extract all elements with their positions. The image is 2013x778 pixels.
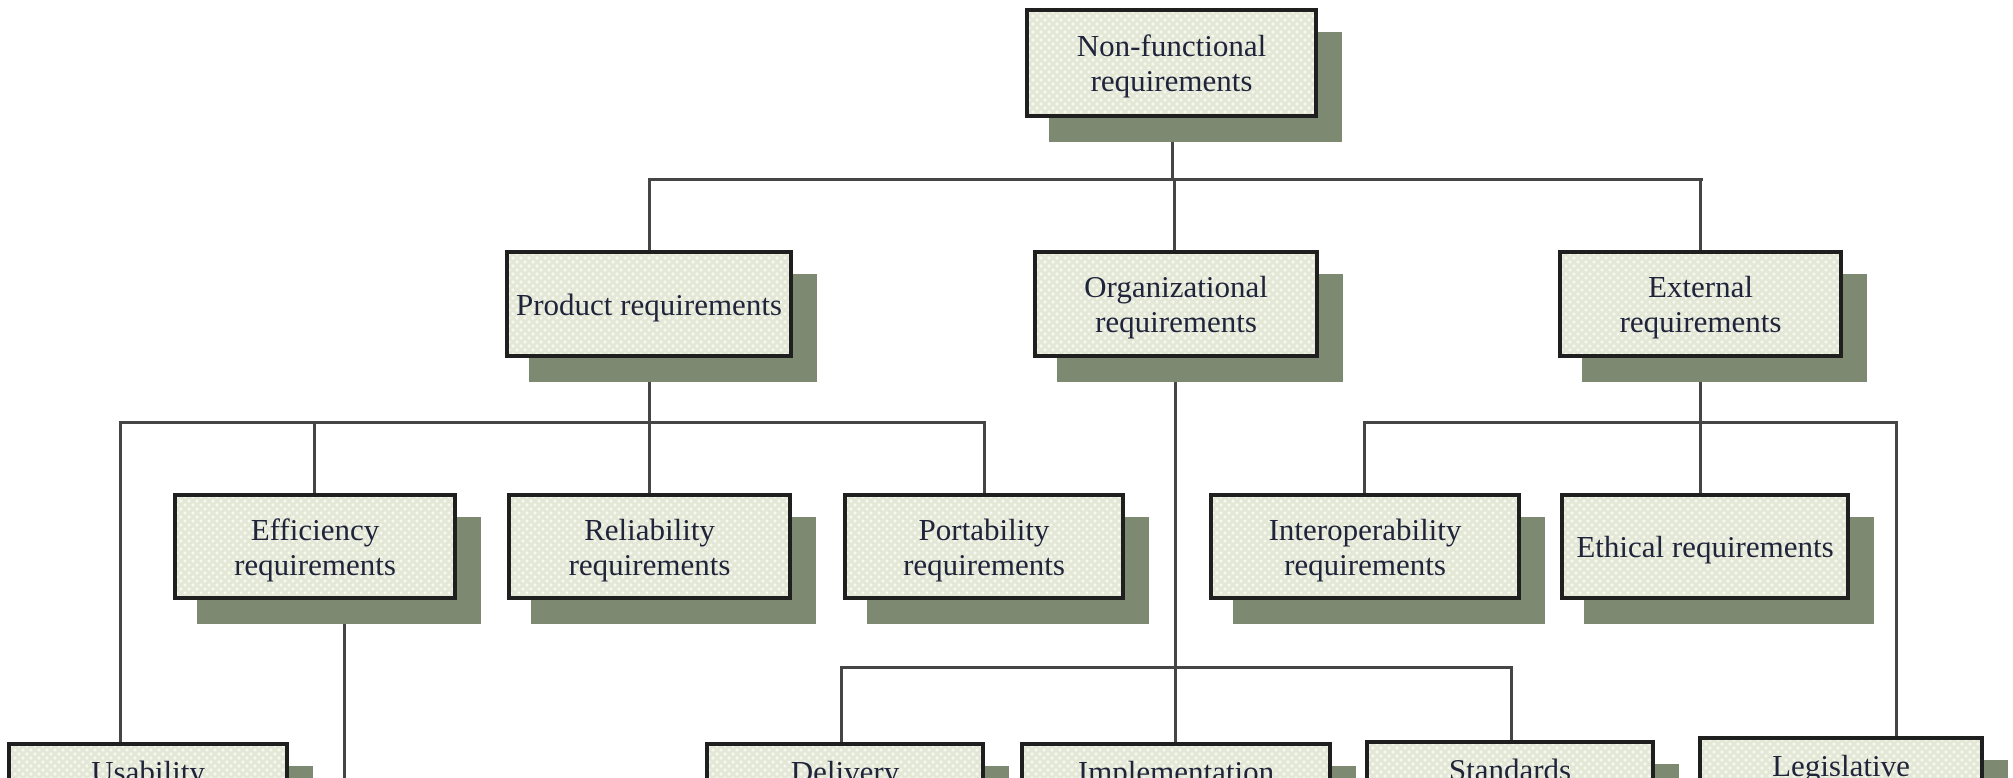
connector-drop-legislative — [1895, 421, 1898, 736]
node-label: Interoperability requirements — [1268, 511, 1462, 582]
connector-root-stem — [1171, 118, 1174, 181]
connector-external-bus — [1363, 421, 1898, 424]
node-label: Reliability requirements — [568, 511, 731, 582]
connector-external-stem — [1699, 358, 1702, 493]
connector-drop-efficiency — [313, 421, 316, 493]
connector-drop-delivery — [840, 666, 843, 742]
node-label: Ethical requirements — [1576, 529, 1834, 564]
node-label: Usability — [91, 754, 205, 778]
connector-drop-external — [1699, 178, 1702, 250]
node-portability-requirements: Portability requirements — [843, 493, 1125, 600]
node-efficiency-requirements: Efficiency requirements — [173, 493, 457, 600]
connector-drop-interoperability — [1363, 421, 1366, 493]
node-ethical-requirements: Ethical requirements — [1560, 493, 1850, 600]
node-label: Standards — [1448, 752, 1572, 778]
node-reliability-requirements: Reliability requirements — [507, 493, 792, 600]
node-label: Portability requirements — [903, 511, 1065, 582]
connector-drop-standards — [1510, 666, 1513, 742]
connector-organizational-bus — [840, 666, 1513, 669]
node-label: Legislative — [1772, 748, 1910, 778]
node-label: Organizational requirements — [1084, 269, 1268, 339]
node-label: Product requirements — [515, 286, 782, 322]
node-external-requirements: External requirements — [1558, 250, 1843, 358]
connector-drop-portability — [983, 421, 986, 493]
connector-drop-product — [648, 178, 651, 250]
connector-level1-bus — [649, 178, 1703, 181]
node-label: External requirements — [1619, 269, 1782, 339]
node-product-requirements: Product requirements — [505, 250, 793, 358]
connector-product-bus — [119, 421, 986, 424]
connector-organizational-stem — [1174, 358, 1177, 742]
node-implementation: Implementation — [1020, 742, 1332, 778]
node-interoperability-requirements: Interoperability requirements — [1209, 493, 1521, 600]
node-label: Implementation — [1077, 754, 1275, 778]
node-standards: Standards — [1365, 740, 1655, 778]
node-label: Delivery — [790, 754, 900, 778]
connector-drop-usability — [119, 421, 122, 742]
connector-efficiency-down — [343, 600, 346, 778]
connector-drop-organizational — [1173, 178, 1176, 250]
connector-product-stem — [648, 358, 651, 493]
node-label: Efficiency requirements — [234, 511, 396, 582]
node-label: Non-functional requirements — [1076, 28, 1267, 98]
node-delivery: Delivery — [705, 742, 985, 778]
node-organizational-requirements: Organizational requirements — [1033, 250, 1319, 358]
node-non-functional-requirements: Non-functional requirements — [1025, 8, 1318, 118]
node-usability: Usability — [7, 742, 289, 778]
node-legislative: Legislative — [1698, 736, 1984, 778]
